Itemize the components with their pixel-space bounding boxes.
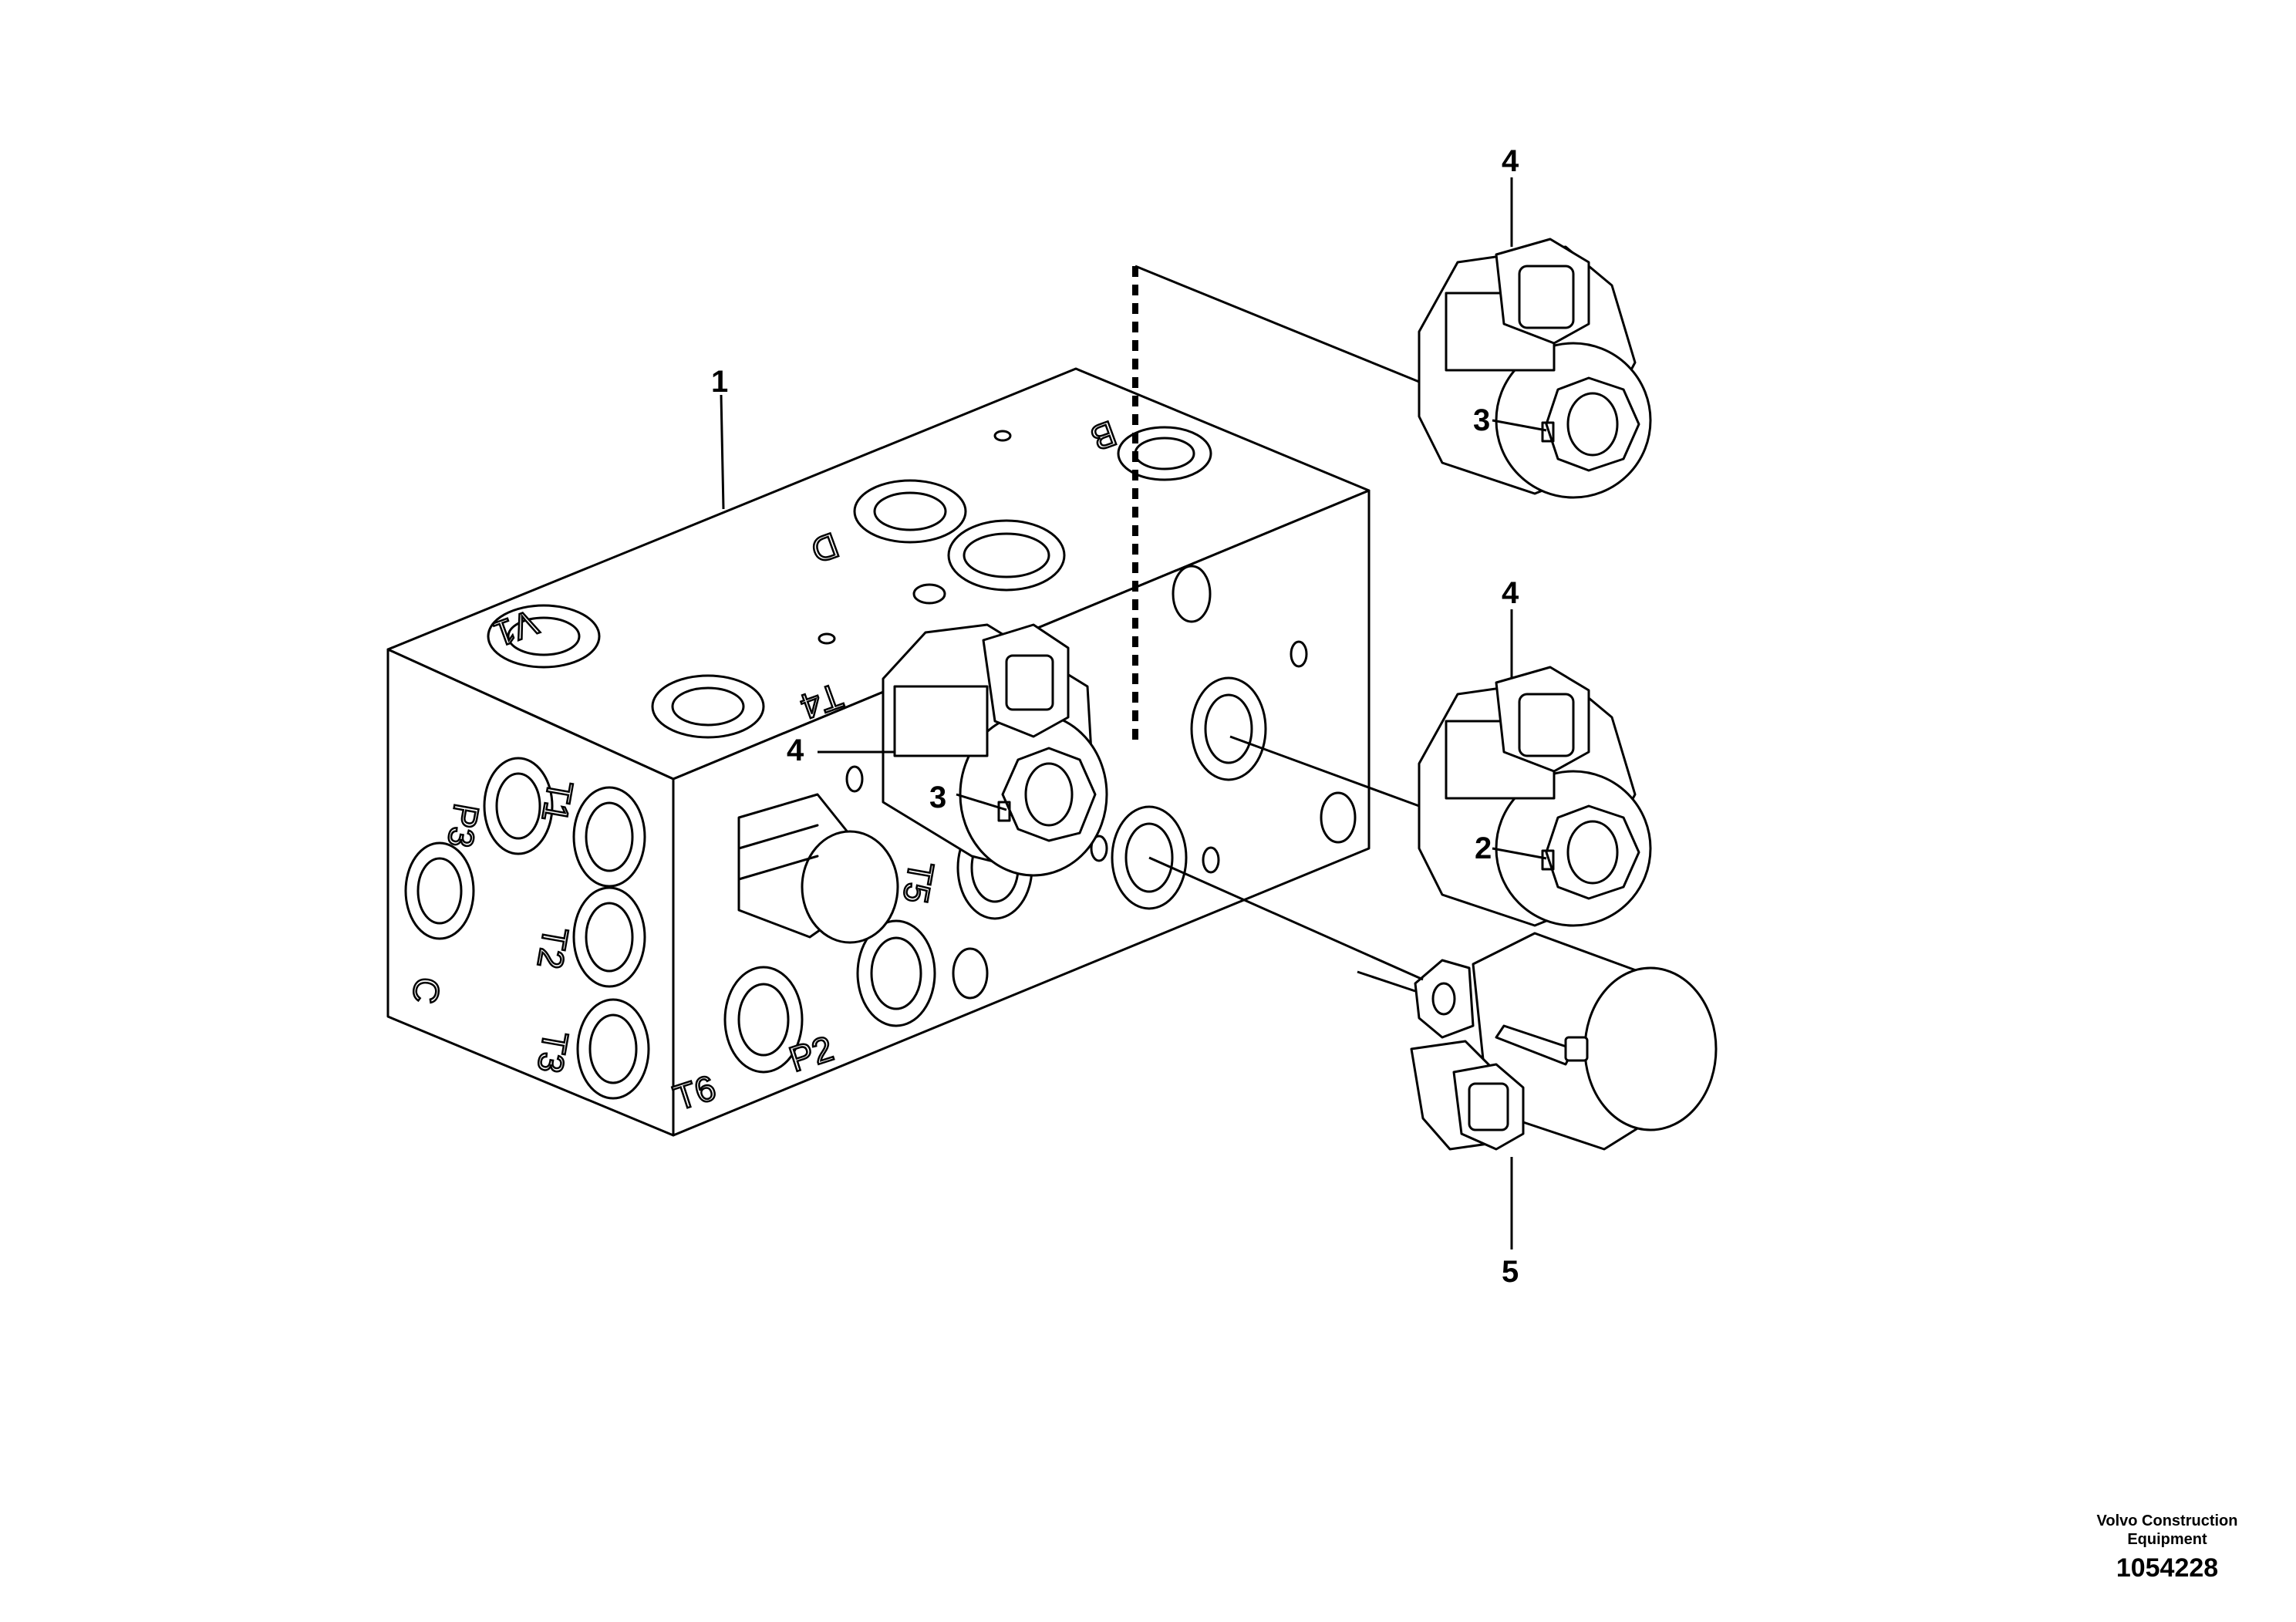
callout-3-mounted: 3 xyxy=(929,781,946,814)
port-label-t3: T3 xyxy=(530,1028,577,1076)
mounted-solenoid-coil xyxy=(882,623,1108,877)
proportional-solenoid xyxy=(1357,932,1718,1151)
port-label-t5: T5 xyxy=(895,858,942,906)
callouts: 1 2 3 3 4 4 4 5 xyxy=(711,144,1519,1289)
callout-4-mounted: 4 xyxy=(787,733,804,767)
port-label-p3: P3 xyxy=(440,801,487,850)
footer-block: Volvo Construction Equipment 1054228 xyxy=(2052,1512,2283,1583)
solenoid-coil-middle xyxy=(1418,666,1652,927)
callout-4-middle: 4 xyxy=(1502,576,1519,610)
callout-5: 5 xyxy=(1502,1255,1519,1289)
port-label-t1: T1 xyxy=(534,777,582,825)
port-label-t2: T2 xyxy=(530,924,577,972)
leader-lines xyxy=(720,177,1547,1249)
solenoid-coil-upper xyxy=(1418,238,1652,499)
callout-1: 1 xyxy=(711,365,728,399)
callout-3-upper: 3 xyxy=(1473,403,1490,437)
callout-2: 2 xyxy=(1475,831,1492,865)
brand-line-1: Volvo Construction xyxy=(2096,1512,2238,1529)
callout-4-upper: 4 xyxy=(1502,144,1519,178)
document-number: 1054228 xyxy=(2116,1553,2219,1583)
brand-line-2: Equipment xyxy=(2127,1531,2207,1548)
